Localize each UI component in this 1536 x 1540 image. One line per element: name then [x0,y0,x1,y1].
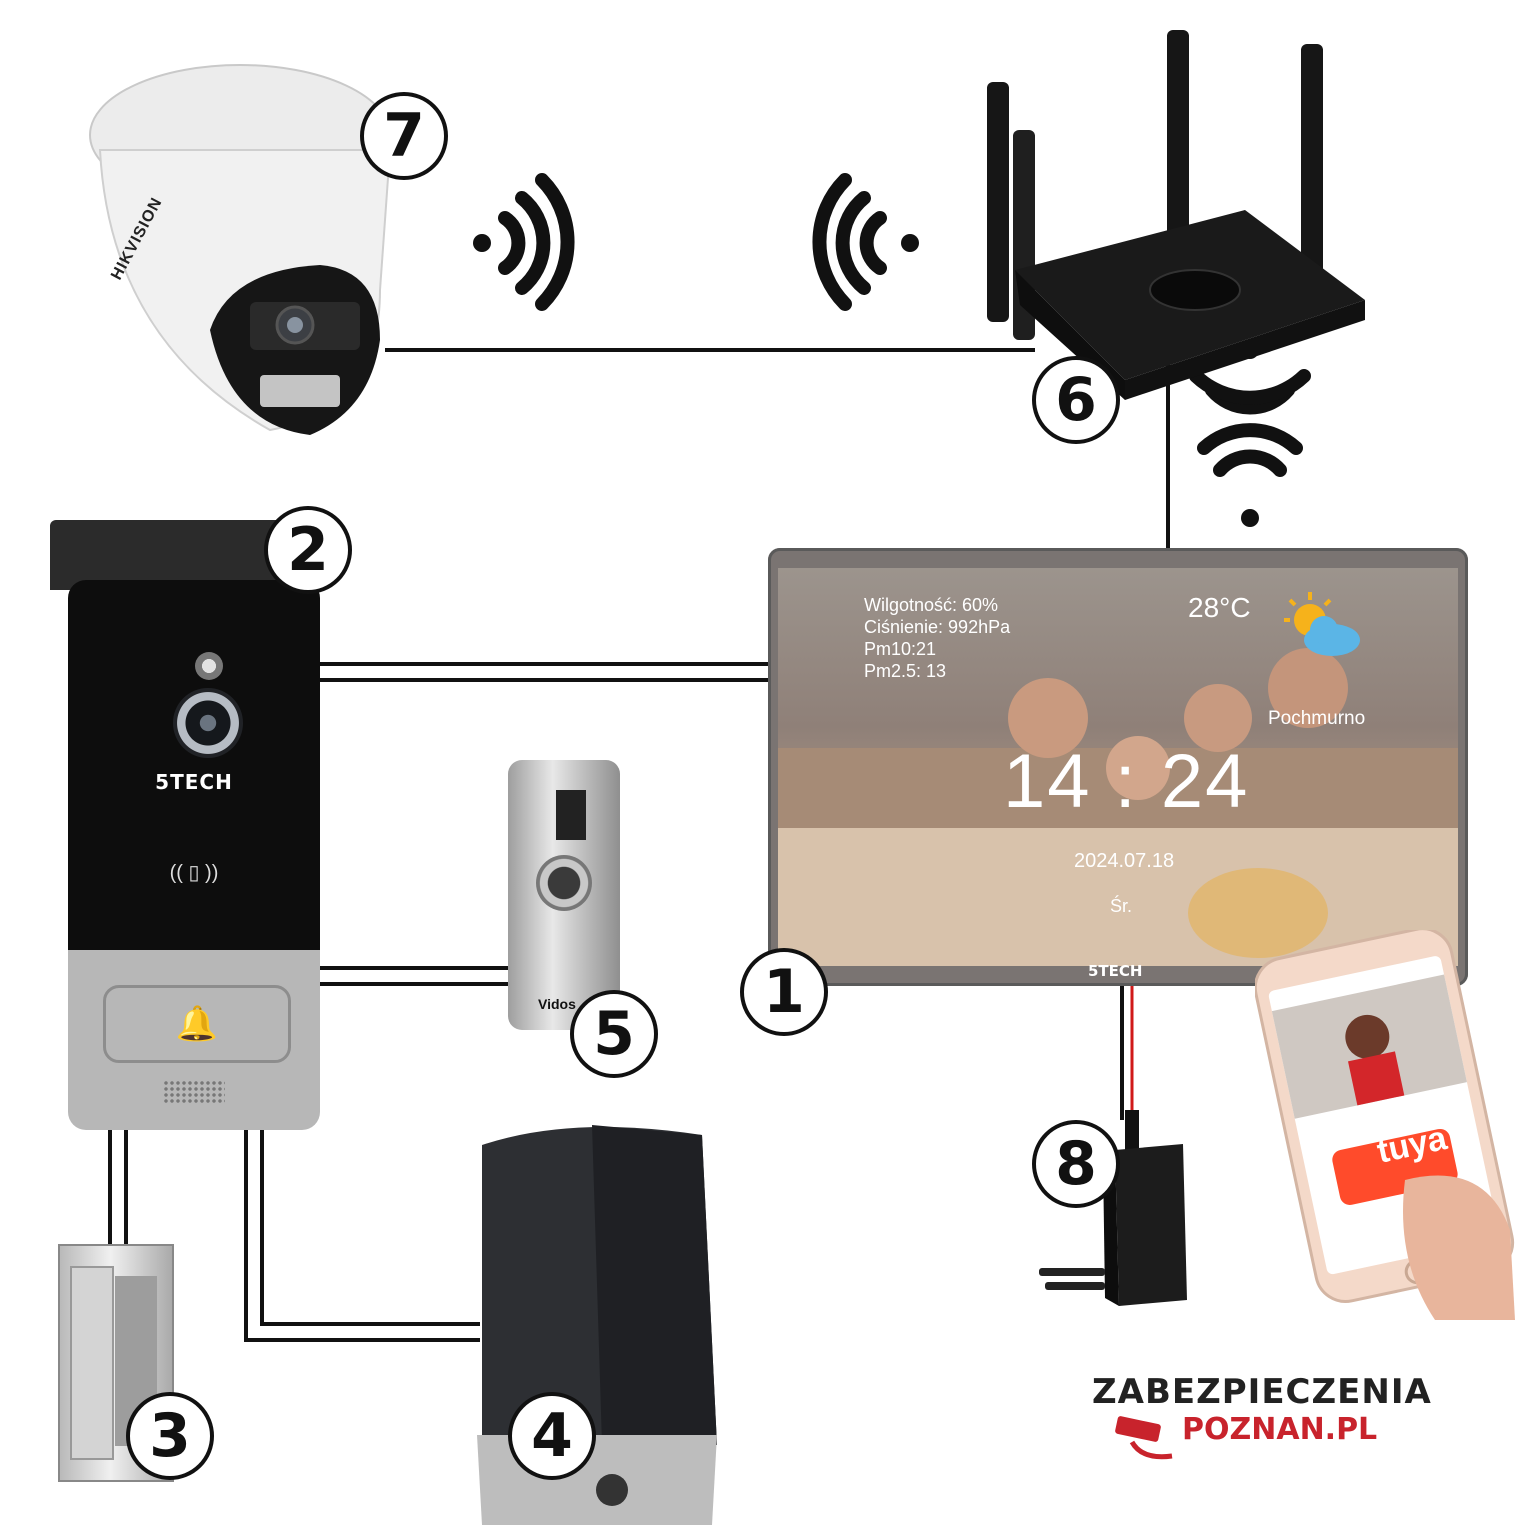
exit-button: Vidos [508,760,620,1030]
clock: 14 : 24 [1003,739,1250,824]
logo-line-1: ZABEZPIECZENIA [1092,1372,1432,1412]
marker-8: 8 [1032,1120,1120,1208]
monitor-screen[interactable]: Wilgotność: 60% Ciśnienie: 992hPa Pm10:2… [778,568,1458,966]
partly-cloudy-icon [1284,592,1360,656]
marker-2: 2 [264,506,352,594]
wire-doorbell-motor-b [260,1128,480,1326]
marker-1: 1 [740,948,828,1036]
indoor-monitor: Wilgotność: 60% Ciśnienie: 992hPa Pm10:2… [768,548,1468,986]
call-button[interactable]: 🔔 [103,985,291,1063]
doorbell-front: 5TECH (( ▯ )) [68,580,320,970]
cctv-logo-icon [1115,1416,1173,1460]
wifi-monitor-icon [1189,369,1311,477]
smartphone: tuya [1253,927,1515,1320]
zabezpieczenia-logo: ZABEZPIECZENIA POZNAN.PL [1092,1372,1432,1460]
speaker-grille [163,1080,225,1104]
logo-line-2: POZNAN.PL [1182,1412,1378,1447]
dome-camera: HIKVISION [80,40,420,440]
exit-button-label: Vidos [538,996,576,1012]
power-supply [1035,1110,1195,1310]
wire-doorbell-motor-a [244,1128,480,1342]
temperature: 28°C [1188,592,1251,623]
camera-lens-icon [173,688,243,758]
marker-6: 6 [1032,356,1120,444]
weekday: Śr. [1110,896,1133,916]
weather-condition: Pochmurno [1268,708,1366,729]
date: 2024.07.18 [1074,850,1175,872]
led-icon [195,652,223,680]
wifi-dot-3 [1241,509,1259,527]
marker-7: 7 [360,92,448,180]
gate-motor [472,1115,722,1535]
doorbell-brand: 5TECH [155,770,233,794]
doorbell-panel: 5TECH (( ▯ )) 🔔 [50,520,320,1130]
door-icon [556,790,586,840]
marker-4: 4 [508,1392,596,1480]
wifi-dot-1 [473,234,491,252]
wifi-camera-icon [498,173,575,311]
bell-icon: 🔔 [175,1005,219,1043]
router [985,30,1375,400]
rfid-icon: (( ▯ )) [169,862,219,884]
wifi-dot-2 [901,234,919,252]
push-button[interactable] [536,855,592,911]
marker-3: 3 [126,1392,214,1480]
wifi-router-icon [812,173,887,311]
doorbell-lower: 🔔 [68,950,320,1130]
environment-readout: Wilgotność: 60% Ciśnienie: 992hPa Pm10:2… [864,595,1011,681]
marker-5: 5 [570,990,658,1078]
monitor-brand: 5TECH [1088,962,1143,980]
